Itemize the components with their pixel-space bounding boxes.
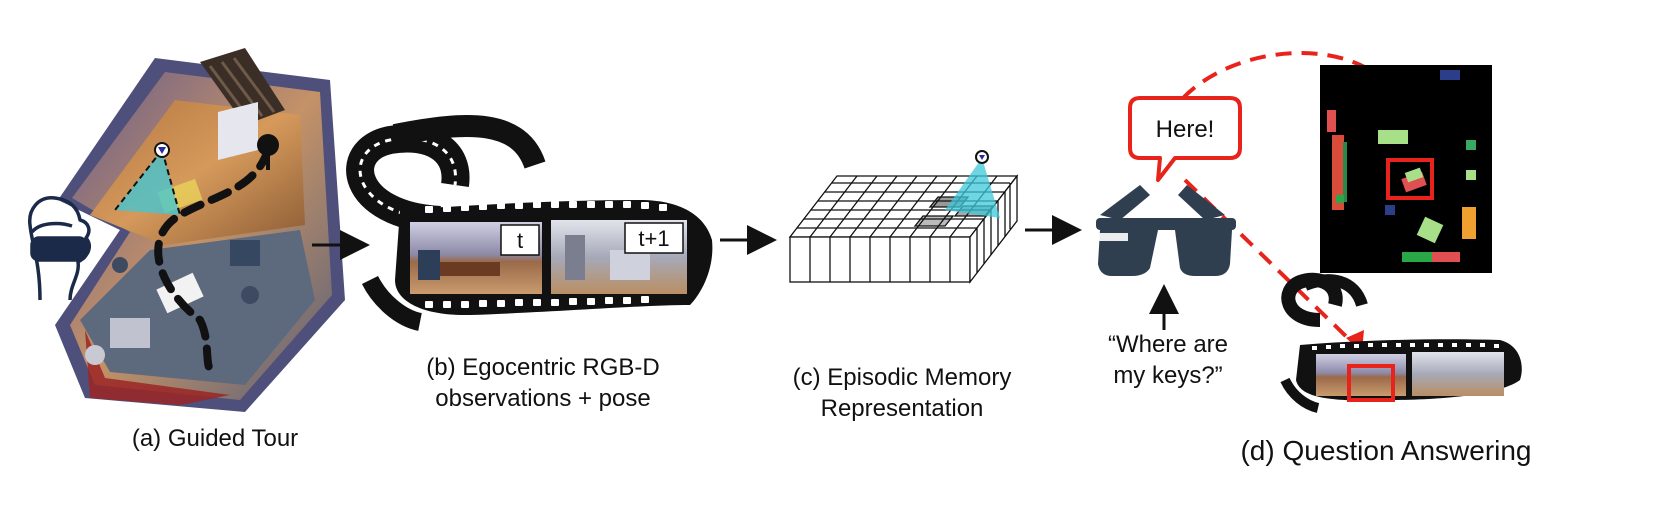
location-pin-icon xyxy=(257,134,279,170)
answer-film-strip xyxy=(1280,272,1522,413)
semantic-map xyxy=(1320,65,1492,273)
frame-label-t-plus-1: t+1 xyxy=(638,226,669,251)
caption-b-line-2: observations + pose xyxy=(435,385,651,412)
frame-label-t: t xyxy=(517,228,523,253)
caption-c: (c) Episodic Memory Representation xyxy=(770,362,1034,424)
tour-trajectory xyxy=(154,146,272,374)
film-strip: t t+1 xyxy=(346,115,713,331)
question-line-1: “Where are xyxy=(1108,331,1228,358)
speech-bubble xyxy=(1128,96,1242,182)
caption-a: (a) Guided Tour xyxy=(132,425,298,452)
smart-glasses-icon xyxy=(1096,185,1236,276)
episodic-memory-grid xyxy=(788,174,1019,284)
speech-bubble-text: Here! xyxy=(1156,116,1215,143)
caption-c-line-1: (c) Episodic Memory xyxy=(792,364,1012,391)
caption-b-line-1: (b) Egocentric RGB-D xyxy=(426,354,660,381)
caption-b: (b) Egocentric RGB-D observations + pose xyxy=(408,352,678,414)
vr-headset-person-icon xyxy=(28,196,92,301)
house-floorplan xyxy=(55,48,345,412)
memory-camera-cone xyxy=(945,150,1000,218)
camera-view-cone xyxy=(114,142,181,216)
question-line-2: my keys?” xyxy=(1113,362,1222,389)
caption-c-line-2: Representation xyxy=(820,395,984,422)
caption-d: (d) Question Answering xyxy=(1240,435,1532,466)
guided-tour-panel xyxy=(28,48,345,412)
